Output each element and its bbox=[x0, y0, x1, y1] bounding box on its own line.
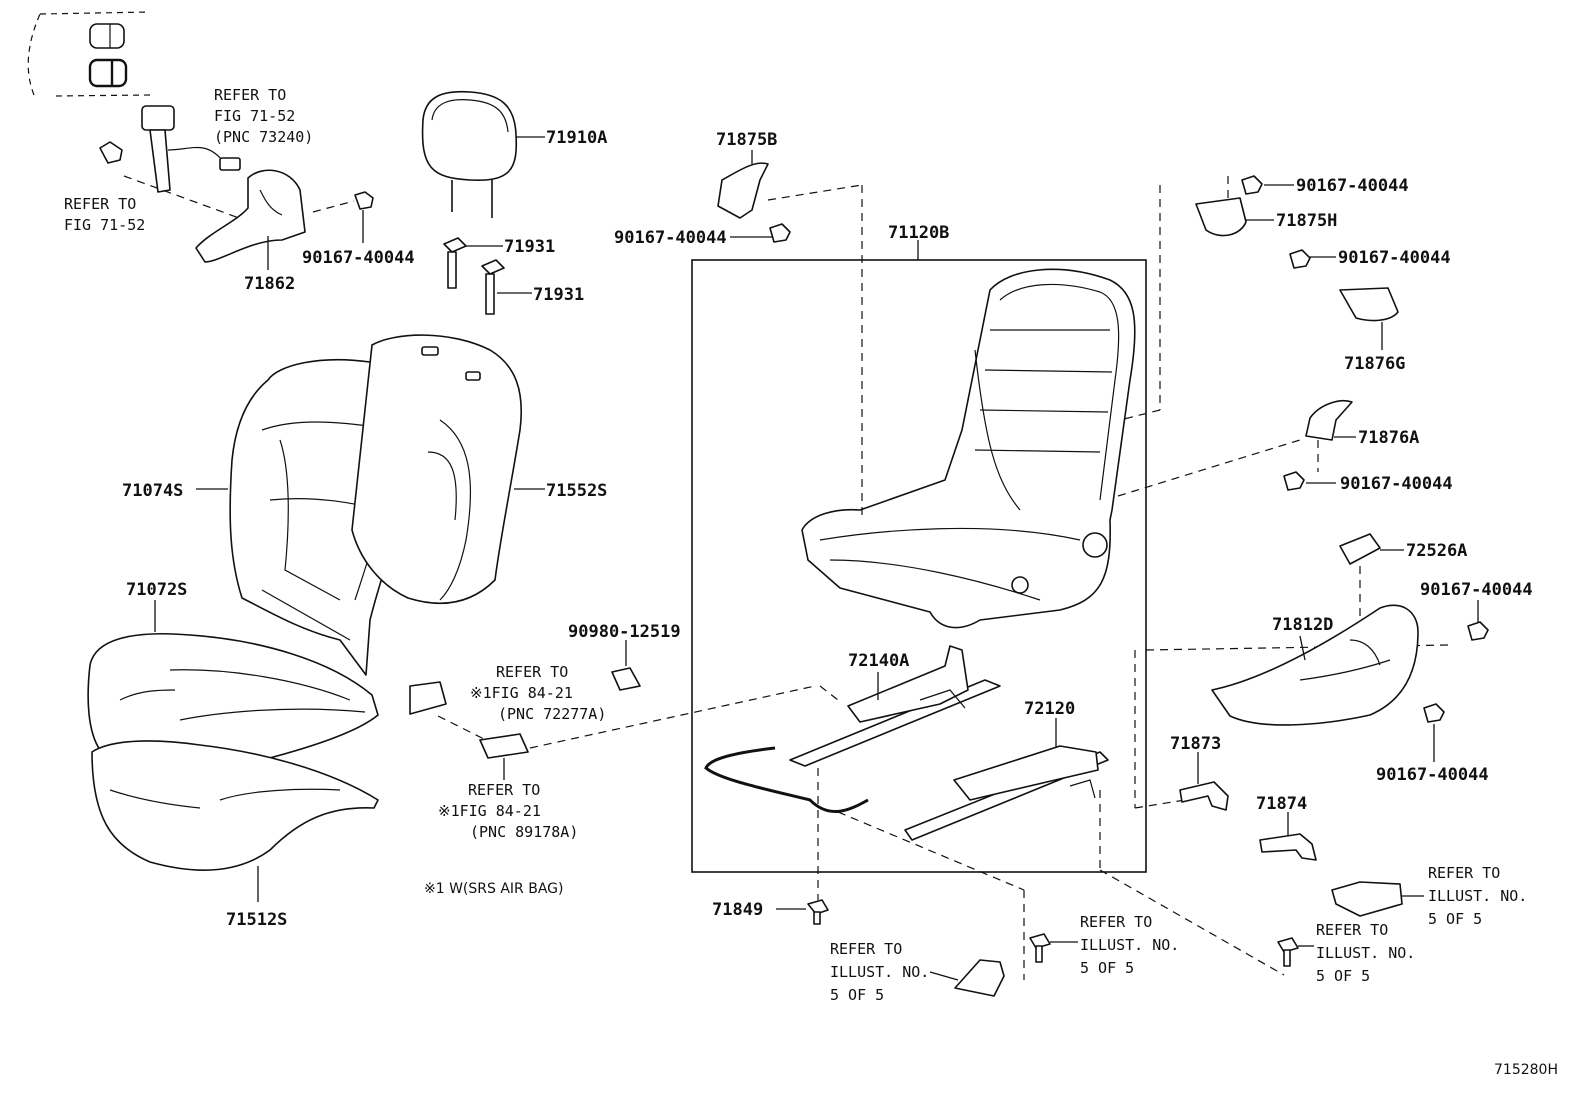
label-90167-b: 90167-40044 bbox=[614, 228, 727, 248]
svg-text:REFER TO: REFER TO bbox=[1080, 913, 1152, 931]
svg-text:5 OF 5: 5 OF 5 bbox=[1428, 910, 1482, 928]
svg-text:REFER TO: REFER TO bbox=[214, 86, 286, 104]
svg-text:(PNC 73240): (PNC 73240) bbox=[214, 128, 313, 146]
seat-frame-box bbox=[691, 259, 1147, 873]
svg-text:REFER TO: REFER TO bbox=[830, 940, 902, 958]
bracket-71873 bbox=[1179, 781, 1229, 811]
vehicle-position-icon bbox=[27, 11, 151, 97]
seat-track-72140A bbox=[789, 645, 1001, 767]
label-71874: 71874 bbox=[1256, 794, 1307, 814]
label-71875H: 71875H bbox=[1276, 211, 1337, 231]
note-refer-fig-84-21-a: REFER TO ※1FIG 84-21 (PNC 72277A) bbox=[470, 663, 606, 723]
cover-71875H bbox=[1195, 197, 1247, 237]
label-71849: 71849 bbox=[712, 900, 763, 920]
label-71812D: 71812D bbox=[1272, 615, 1333, 635]
seat-cover-bezel-71862 bbox=[195, 169, 306, 263]
headrest-support-71931-b bbox=[481, 259, 505, 315]
svg-text:(PNC 89178A): (PNC 89178A) bbox=[470, 823, 578, 841]
label-72120: 72120 bbox=[1024, 699, 1075, 719]
note-refer-fig-71-52-left: REFER TO FIG 71-52 bbox=[64, 195, 145, 234]
label-71072S: 71072S bbox=[126, 580, 187, 600]
screw-90167-g bbox=[1423, 703, 1445, 723]
screw-90167-d bbox=[1289, 249, 1311, 269]
cover-71876A bbox=[1305, 400, 1353, 441]
svg-text:ILLUST. NO.: ILLUST. NO. bbox=[830, 963, 929, 981]
svg-text:REFER TO: REFER TO bbox=[496, 663, 568, 681]
seat-frame-71120B bbox=[801, 268, 1136, 629]
note-refer-illust-4: REFER TO ILLUST. NO. 5 OF 5 bbox=[1428, 864, 1527, 928]
svg-text:ILLUST. NO.: ILLUST. NO. bbox=[1428, 887, 1527, 905]
label-71875B: 71875B bbox=[716, 130, 777, 150]
label-71074S: 71074S bbox=[122, 481, 183, 501]
screw-90167-a bbox=[312, 191, 374, 213]
label-71931-b: 71931 bbox=[533, 285, 584, 305]
bracket-71874 bbox=[1259, 833, 1317, 861]
svg-text:5 OF 5: 5 OF 5 bbox=[1316, 967, 1370, 985]
svg-text:5 OF 5: 5 OF 5 bbox=[830, 986, 884, 1004]
svg-text:REFER TO: REFER TO bbox=[468, 781, 540, 799]
cover-71875B bbox=[717, 162, 769, 219]
headrest-support-71931-a bbox=[443, 237, 467, 289]
bolt-refer-2 bbox=[1029, 933, 1051, 963]
label-71910A: 71910A bbox=[546, 128, 607, 148]
note-refer-illust-3: REFER TO ILLUST. NO. 5 OF 5 bbox=[1316, 921, 1415, 985]
svg-text:FIG 71-52: FIG 71-52 bbox=[214, 107, 295, 125]
screw-90167-c bbox=[1241, 175, 1263, 195]
label-90167-d: 90167-40044 bbox=[1338, 248, 1451, 268]
label-71931-a: 71931 bbox=[504, 237, 555, 257]
seatback-panel-71552S bbox=[351, 334, 522, 605]
cover-refer-4 bbox=[1331, 881, 1403, 917]
note-refer-illust-1: REFER TO ILLUST. NO. 5 OF 5 bbox=[830, 940, 929, 1004]
label-90167-a: 90167-40044 bbox=[302, 248, 415, 268]
svg-text:※1FIG 84-21: ※1FIG 84-21 bbox=[470, 684, 573, 702]
bolt-part bbox=[99, 141, 123, 164]
cover-71876G bbox=[1339, 287, 1399, 322]
screw-90167-b bbox=[769, 223, 791, 243]
screw-90167-e bbox=[1283, 471, 1305, 491]
note-refer-fig-84-21-b: REFER TO ※1FIG 84-21 (PNC 89178A) bbox=[438, 781, 578, 841]
label-71862: 71862 bbox=[244, 274, 295, 294]
sensor-89178A bbox=[479, 733, 529, 759]
label-90167-g: 90167-40044 bbox=[1376, 765, 1489, 785]
svg-text:ILLUST. NO.: ILLUST. NO. bbox=[1080, 936, 1179, 954]
figure-id: 715280H bbox=[1494, 1062, 1558, 1078]
label-90980-12519: 90980-12519 bbox=[568, 622, 681, 642]
adjuster-wire bbox=[704, 746, 869, 814]
note-refer-illust-2: REFER TO ILLUST. NO. 5 OF 5 bbox=[1080, 913, 1179, 977]
svg-text:REFER TO: REFER TO bbox=[1316, 921, 1388, 939]
label-71512S: 71512S bbox=[226, 910, 287, 930]
knob-72526A bbox=[1339, 533, 1381, 565]
note-refer-fig-71-52-top: REFER TO FIG 71-52 (PNC 73240) bbox=[214, 86, 313, 146]
label-71120B: 71120B bbox=[888, 223, 949, 243]
svg-text:ILLUST. NO.: ILLUST. NO. bbox=[1316, 944, 1415, 962]
label-71876G: 71876G bbox=[1344, 354, 1405, 374]
footnote-srs-airbag: ※1 W(SRS AIR BAG) bbox=[424, 881, 563, 897]
svg-text:(PNC 72277A): (PNC 72277A) bbox=[498, 705, 606, 723]
label-90167-c: 90167-40044 bbox=[1296, 176, 1409, 196]
svg-text:REFER TO: REFER TO bbox=[64, 195, 136, 213]
connector-90980-12519 bbox=[611, 667, 641, 691]
svg-text:FIG 71-52: FIG 71-52 bbox=[64, 216, 145, 234]
label-90167-e: 90167-40044 bbox=[1340, 474, 1453, 494]
bolt-71849 bbox=[807, 899, 829, 925]
seat-track-72120 bbox=[904, 745, 1109, 841]
label-90167-f: 90167-40044 bbox=[1420, 580, 1533, 600]
headrest-71910A bbox=[421, 90, 518, 218]
bolt-refer-3 bbox=[1277, 937, 1299, 967]
seat-cushion-pad-71512S bbox=[91, 740, 379, 871]
label-71873: 71873 bbox=[1170, 734, 1221, 754]
side-shield-71812D bbox=[1211, 604, 1419, 726]
label-71552S: 71552S bbox=[546, 481, 607, 501]
cover-refer-1 bbox=[954, 959, 1005, 997]
svg-text:REFER TO: REFER TO bbox=[1428, 864, 1500, 882]
label-71876A: 71876A bbox=[1358, 428, 1419, 448]
seat-belt-buckle-part bbox=[141, 105, 241, 193]
sensor-72277A bbox=[409, 681, 447, 715]
screw-90167-f bbox=[1467, 621, 1489, 641]
svg-text:5 OF 5: 5 OF 5 bbox=[1080, 959, 1134, 977]
svg-text:※1FIG 84-21: ※1FIG 84-21 bbox=[438, 802, 541, 820]
label-72526A: 72526A bbox=[1406, 541, 1467, 561]
label-72140A: 72140A bbox=[848, 651, 909, 671]
